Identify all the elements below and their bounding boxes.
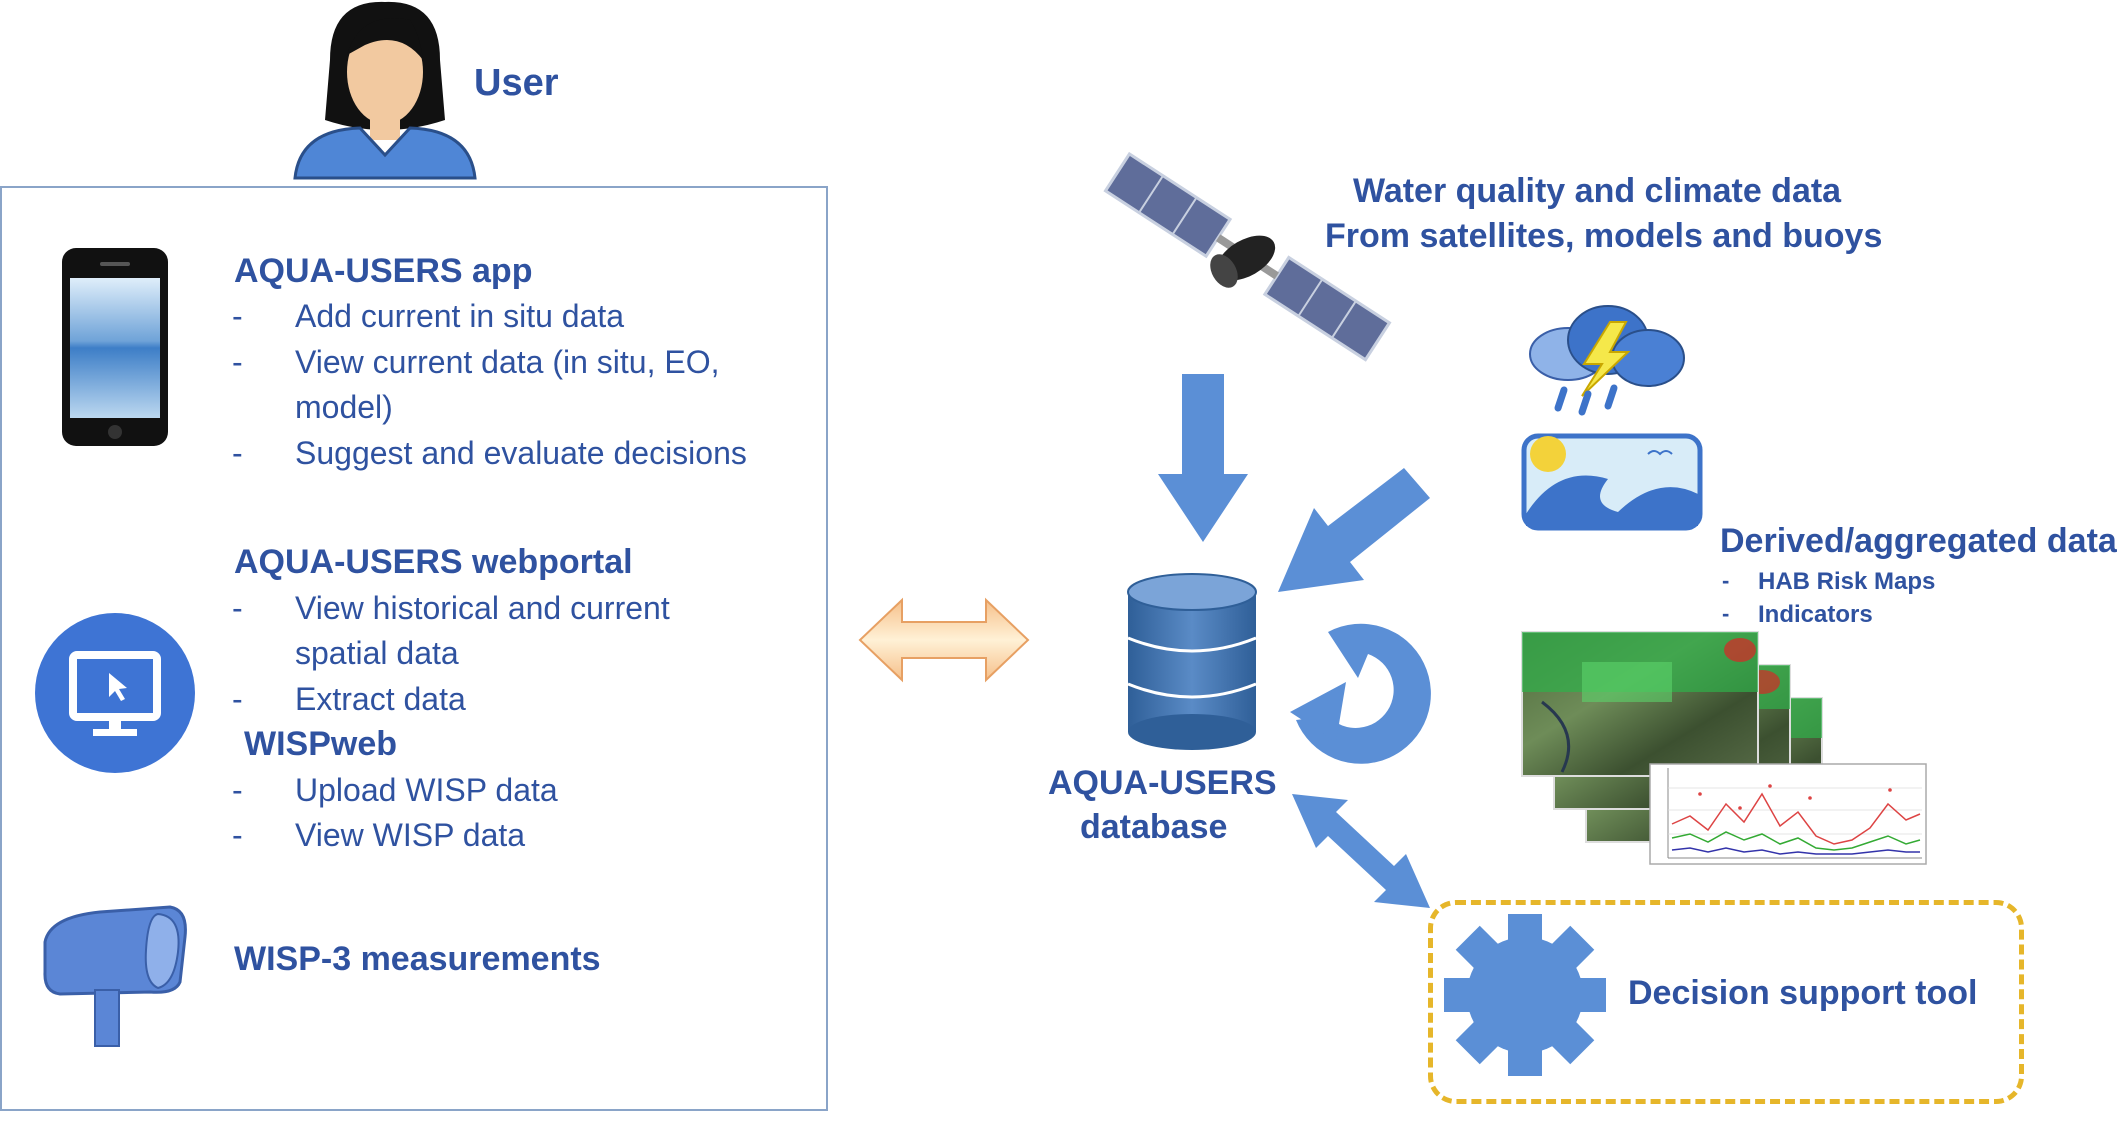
decision-link-arrow-icon	[1292, 794, 1430, 908]
wispweb-item: View WISP data	[295, 817, 526, 853]
user-label: User	[474, 62, 559, 104]
app-item: Suggest and evaluate decisions	[295, 435, 747, 471]
webportal-item: View historical and current	[295, 590, 670, 626]
derived-bullet-dash: -	[1722, 601, 1730, 626]
app-title: AQUA-USERS app	[234, 252, 533, 290]
decision-support-label: Decision support tool	[1628, 974, 1978, 1012]
derived-bullet-dash: -	[1722, 568, 1730, 593]
app-item: View current data (in situ, EO,	[295, 344, 720, 380]
weather-icon	[1521, 305, 1703, 531]
database-label-line2: database	[1080, 808, 1228, 846]
sources-line2: From satellites, models and buoys	[1325, 217, 1883, 255]
cycle-arrow-icon	[1290, 623, 1431, 764]
user-tools-panel	[0, 186, 828, 1111]
app-bullet-dash: -	[232, 435, 243, 471]
timeseries-chart-icon	[1649, 763, 1927, 865]
decision-support-box[interactable]	[1428, 900, 2024, 1104]
derived-title: Derived/aggregated data	[1720, 522, 2117, 560]
wispweb-bullet-dash: -	[232, 817, 243, 853]
wisp3-title: WISP-3 measurements	[234, 940, 601, 978]
wispweb-item: Upload WISP data	[295, 772, 558, 808]
bidirectional-arrow-icon	[858, 597, 1030, 683]
wispweb-title: WISPweb	[244, 725, 398, 763]
webportal-title: AQUA-USERS webportal	[234, 543, 633, 581]
satellite-icon	[1103, 151, 1392, 362]
wisp3-sensor-icon	[43, 905, 187, 1047]
monitor-icon	[35, 613, 195, 773]
database-icon	[1127, 573, 1257, 750]
webportal-bullet-dash: -	[232, 681, 243, 717]
user-avatar-icon	[293, 1, 477, 180]
derived-item: Indicators	[1758, 601, 1873, 628]
app-item: model)	[295, 389, 393, 425]
down-arrow-icon	[1158, 374, 1248, 542]
webportal-item: spatial data	[295, 635, 459, 671]
diagonal-arrow-icon	[1278, 468, 1430, 592]
sources-line1: Water quality and climate data	[1353, 172, 1842, 210]
app-bullet-dash: -	[232, 344, 243, 380]
wispweb-bullet-dash: -	[232, 772, 243, 808]
database-label-line1: AQUA-USERS	[1048, 764, 1277, 802]
gear-icon	[1444, 914, 1606, 1076]
app-bullet-dash: -	[232, 298, 243, 334]
smartphone-icon	[62, 248, 168, 446]
webportal-item: Extract data	[295, 681, 466, 717]
app-item: Add current in situ data	[295, 298, 625, 334]
webportal-bullet-dash: -	[232, 590, 243, 626]
derived-item: HAB Risk Maps	[1758, 568, 1936, 595]
